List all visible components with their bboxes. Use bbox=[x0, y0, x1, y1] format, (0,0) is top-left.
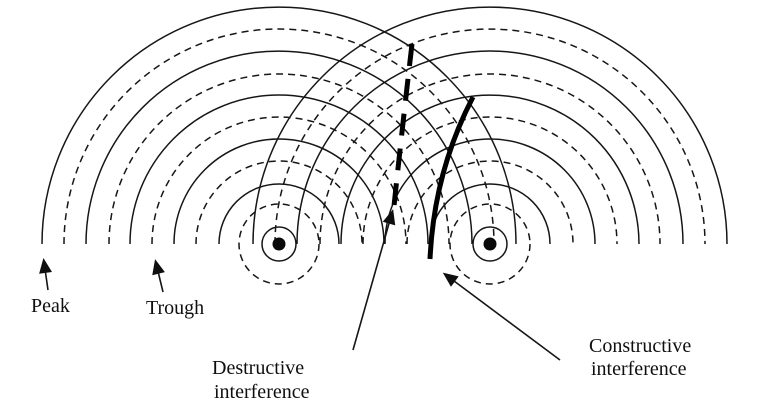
wavefront-trough-left-wave-source bbox=[63, 28, 495, 245]
wavefront-peak-left-wave-source bbox=[218, 183, 340, 245]
source-solid-ring-left-wave-source bbox=[261, 226, 297, 262]
wavefront-peak-left-wave-source bbox=[173, 138, 385, 245]
constructive-arrow bbox=[442, 272, 561, 361]
interference-lines-layer bbox=[391, 43, 476, 260]
wavefront-peak-left-wave-source bbox=[129, 94, 429, 245]
wavefront-peak-left-wave-source bbox=[85, 50, 473, 245]
destructive-interference-line bbox=[391, 43, 415, 207]
peak-label: Peak bbox=[31, 295, 70, 317]
source-solid-ring-right-wave-source bbox=[472, 226, 508, 262]
destructive-interference-label-line1: Destructive bbox=[212, 357, 304, 379]
wavefront-trough-left-wave-source bbox=[195, 160, 363, 245]
wavefront-trough-right-wave-source bbox=[274, 28, 706, 245]
wavefront-trough-left-wave-source bbox=[108, 73, 450, 245]
constructive-interference-line bbox=[427, 95, 476, 260]
wavefront-peak-right-wave-source bbox=[252, 6, 728, 245]
wavefront-peak-right-wave-source bbox=[429, 183, 551, 245]
wavefronts-layer bbox=[41, 6, 728, 245]
wavefront-trough-right-wave-source bbox=[362, 116, 618, 245]
constructive-interference-label-line2: interference bbox=[591, 358, 687, 380]
wavefront-trough-left-wave-source bbox=[151, 116, 407, 245]
wavefront-peak-right-wave-source bbox=[384, 138, 596, 245]
source-dot-right-wave-source bbox=[483, 237, 497, 251]
wave-sources-layer bbox=[238, 203, 531, 285]
source-dashed-ring-right-wave-source bbox=[449, 203, 531, 285]
destructive-interference-label-line2: interference bbox=[214, 381, 310, 403]
peak-arrow bbox=[39, 258, 52, 291]
source-dashed-ring-left-wave-source bbox=[238, 203, 320, 285]
wavefront-trough-right-wave-source bbox=[406, 160, 574, 245]
wavefront-trough-right-wave-source bbox=[319, 73, 661, 245]
trough-label: Trough bbox=[146, 297, 204, 319]
wavefront-peak-right-wave-source bbox=[340, 94, 640, 245]
trough-arrow bbox=[152, 259, 165, 293]
constructive-interference-label-line1: Constructive bbox=[589, 335, 691, 357]
labels-layer: Peak Trough Destructive interference Con… bbox=[31, 295, 691, 403]
wavefront-peak-left-wave-source bbox=[41, 6, 517, 245]
destructive-arrow bbox=[352, 209, 396, 351]
source-dot-left-wave-source bbox=[272, 237, 286, 251]
annotation-arrows-layer bbox=[39, 209, 561, 361]
wavefront-peak-right-wave-source bbox=[296, 50, 684, 245]
